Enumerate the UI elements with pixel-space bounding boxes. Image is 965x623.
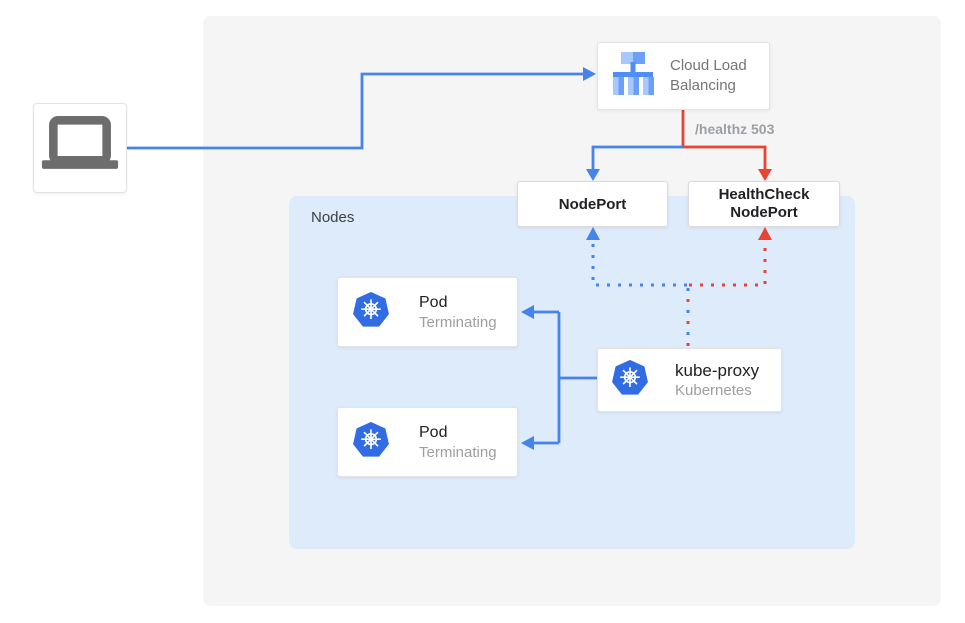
kubernetes-icon (352, 291, 390, 333)
cloud-load-balancing-card: Cloud Load Balancing (597, 42, 770, 110)
pod-title: Pod (419, 423, 448, 441)
client-card (33, 103, 127, 193)
kubernetes-icon (611, 359, 649, 401)
healthcheck-nodeport-label-line1: HealthCheck (718, 186, 810, 203)
pod-status: Terminating (419, 443, 497, 461)
healthz-503-label: /healthz 503 (695, 121, 775, 137)
nodeport-label: NodePort (558, 195, 627, 213)
pod-terminating-card-2: Pod Terminating (337, 407, 518, 477)
load-balancer-icon (609, 51, 657, 101)
healthcheck-nodeport-label-line2: NodePort (730, 204, 798, 221)
nodes-group-label: Nodes (311, 209, 355, 226)
pod-status: Terminating (419, 313, 497, 331)
healthcheck-nodeport-card: HealthCheck NodePort (688, 181, 840, 227)
kube-proxy-title: kube-proxy (675, 360, 760, 380)
kube-proxy-subtitle: Kubernetes (675, 381, 752, 399)
laptop-icon (40, 115, 120, 181)
pod-terminating-card-1: Pod Terminating (337, 277, 518, 347)
cloud-load-balancing-label: Cloud Load Balancing (670, 57, 747, 94)
nodeport-card: NodePort (517, 181, 668, 227)
kube-proxy-card: kube-proxy Kubernetes (597, 348, 782, 412)
pod-title: Pod (419, 293, 448, 311)
kubernetes-icon (352, 421, 390, 463)
